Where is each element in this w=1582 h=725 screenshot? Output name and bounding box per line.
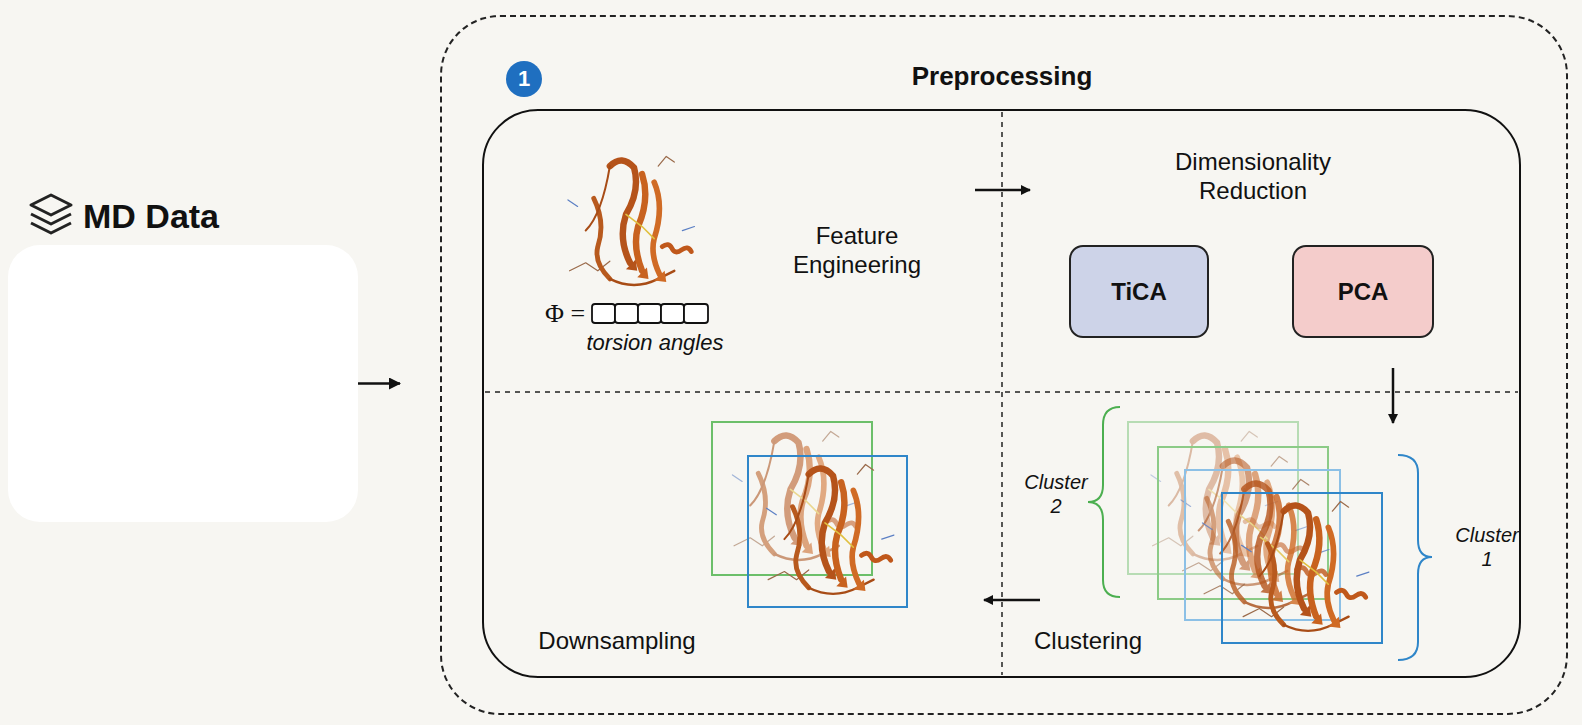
cluster-label: Cluster 1 xyxy=(1450,523,1524,571)
step-number: 1 xyxy=(518,66,530,92)
inner-panel xyxy=(483,110,1520,677)
data-panel: MD Data xyxy=(8,245,358,522)
step-label: Feature Engineering xyxy=(770,222,945,280)
step-label: Dimensionality Reduction xyxy=(1148,148,1358,206)
layers-icon xyxy=(31,195,71,233)
torsion-boxes xyxy=(592,304,708,323)
dashed-region: Preprocessing 1TiCA PCA xyxy=(440,15,1568,715)
cluster-label: Cluster 2 xyxy=(1019,470,1093,518)
feature-symbol: Φ = xyxy=(545,298,585,329)
cluster-bracket xyxy=(1398,455,1432,660)
quadrant-divider xyxy=(485,391,1518,393)
method-box: TiCA xyxy=(1069,245,1209,338)
step-label: Downsampling xyxy=(538,627,695,656)
method-label: TiCA xyxy=(1111,278,1167,306)
method-label: PCA xyxy=(1338,278,1389,306)
cluster-frames xyxy=(1128,422,1382,643)
downsample-frames xyxy=(712,422,907,607)
step-label: Clustering xyxy=(1034,627,1142,656)
quadrant-divider xyxy=(1001,112,1003,675)
cluster-bracket xyxy=(1088,407,1120,597)
protein-figure xyxy=(568,156,694,284)
panel-heading: MD Data xyxy=(83,197,219,236)
step-circle: 1 xyxy=(506,61,542,97)
section-title: Preprocessing xyxy=(912,61,1093,92)
method-box: PCA xyxy=(1292,245,1434,338)
feature-caption: torsion angles xyxy=(587,330,724,356)
